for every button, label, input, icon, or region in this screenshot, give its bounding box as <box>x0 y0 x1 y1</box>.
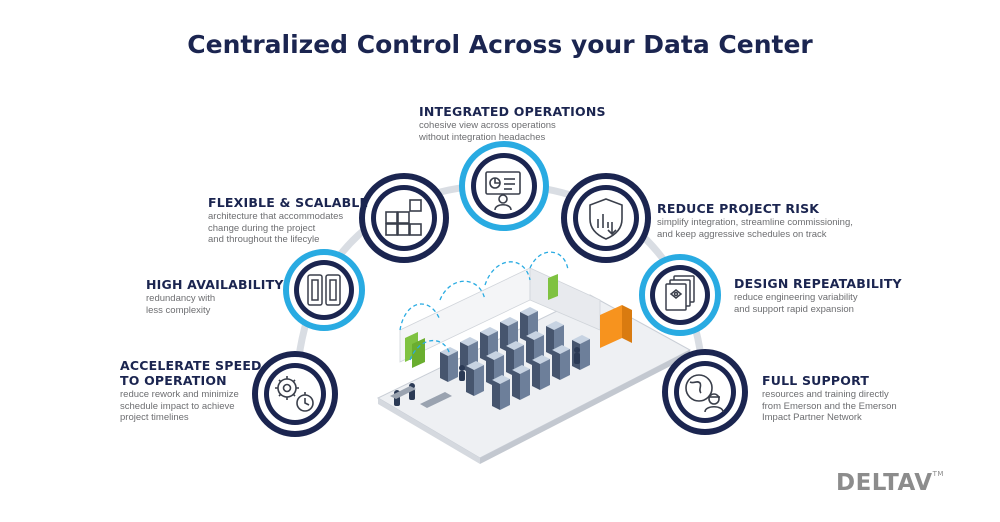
server-rack-face <box>512 365 530 374</box>
feature-description: architecture that accommodates change du… <box>208 211 344 245</box>
server-rack-face <box>526 331 544 340</box>
server-rack-face <box>466 366 474 396</box>
server-rack-face <box>552 350 560 380</box>
icon-circle-support <box>662 349 748 435</box>
feature-description: simplify integration, streamline commiss… <box>657 217 853 240</box>
logo-wordmark: DELTAV <box>836 470 933 496</box>
data-center-illustration <box>376 251 692 464</box>
server-rack-face <box>526 336 534 366</box>
feature-heading: FULL SUPPORT <box>762 373 870 388</box>
server-rack-face <box>500 322 508 352</box>
server-rack-face <box>520 312 528 342</box>
server-rack-face <box>492 380 500 410</box>
shield-chart-icon <box>589 198 623 240</box>
server-rack-face <box>492 375 510 384</box>
server-rack-face <box>560 349 570 380</box>
server-racks <box>440 307 590 410</box>
feature-high-availability: HIGH AVAILABILITY redundancy with less c… <box>146 277 284 316</box>
feature-design-repeatability: DESIGN REPEATABILITY reduce engineering … <box>734 276 902 315</box>
feature-description: reduce engineering variability and suppo… <box>734 292 858 315</box>
server-rack-face <box>512 370 520 400</box>
blocks-grid-icon <box>385 199 422 236</box>
globe-worker-icon <box>685 374 724 413</box>
server-rack-face <box>506 341 524 350</box>
server-rack-face <box>460 342 468 372</box>
server-rack-face <box>480 332 488 362</box>
feature-heading: FLEXIBLE & SCALABLE <box>208 195 369 210</box>
server-rack-face <box>552 345 570 354</box>
server-rack-face <box>532 360 540 390</box>
server-rack-face <box>506 346 514 376</box>
server-rack-face <box>546 321 564 330</box>
server-rack-face <box>520 307 538 316</box>
feature-heading: REDUCE PROJECT RISK <box>657 201 820 216</box>
feature-description: reduce rework and minimize schedule impa… <box>120 389 239 423</box>
deltav-logo: DELTAVTM <box>836 470 944 496</box>
stacked-documents-icon <box>665 275 695 311</box>
feature-integrated-operations: INTEGRATED OPERATIONS cohesive view acro… <box>419 104 606 143</box>
server-rack-face <box>486 356 494 386</box>
feature-reduce-project-risk: REDUCE PROJECT RISK simplify integration… <box>657 201 853 240</box>
server-rack-face <box>460 337 478 346</box>
icon-circle-integrated <box>459 141 549 231</box>
server-rack-face <box>572 335 590 344</box>
redundant-controllers-icon <box>307 274 341 306</box>
page-title: Centralized Control Across your Data Cen… <box>187 30 813 59</box>
feature-accelerate-speed: ACCELERATE SPEED TO OPERATION reduce rew… <box>120 358 262 424</box>
gear-stopwatch-icon <box>275 376 314 412</box>
trademark-mark: TM <box>932 470 944 478</box>
feature-heading: DESIGN REPEATABILITY <box>734 276 902 291</box>
dashboard-person-icon <box>485 171 521 211</box>
server-rack-face <box>466 361 484 370</box>
icon-circle-accelerate <box>252 351 338 437</box>
icon-circle-availability <box>283 249 365 331</box>
feature-heading: ACCELERATE SPEED TO OPERATION <box>120 358 262 388</box>
server-rack-face <box>474 365 484 396</box>
server-rack-face <box>520 369 530 400</box>
server-rack-face <box>546 326 554 356</box>
feature-description: cohesive view across operations without … <box>419 120 556 143</box>
server-rack-face <box>540 359 550 390</box>
feature-heading: INTEGRATED OPERATIONS <box>419 104 606 119</box>
icon-circle-risk <box>561 173 651 263</box>
feature-description: resources and training directly from Eme… <box>762 389 897 423</box>
feature-flexible-scalable: FLEXIBLE & SCALABLE architecture that ac… <box>208 195 368 246</box>
server-rack-face <box>486 351 504 360</box>
server-rack-face <box>500 317 518 326</box>
feature-heading: HIGH AVAILABILITY <box>146 277 284 292</box>
server-rack-face <box>532 355 550 364</box>
server-rack-face <box>500 379 510 410</box>
server-rack-face <box>440 352 448 382</box>
feature-full-support: FULL SUPPORT resources and training dire… <box>762 373 897 424</box>
server-rack-face <box>580 339 590 370</box>
server-rack-face <box>480 327 498 336</box>
feature-description: redundancy with less complexity <box>146 293 216 316</box>
server-rack-face <box>448 351 458 382</box>
